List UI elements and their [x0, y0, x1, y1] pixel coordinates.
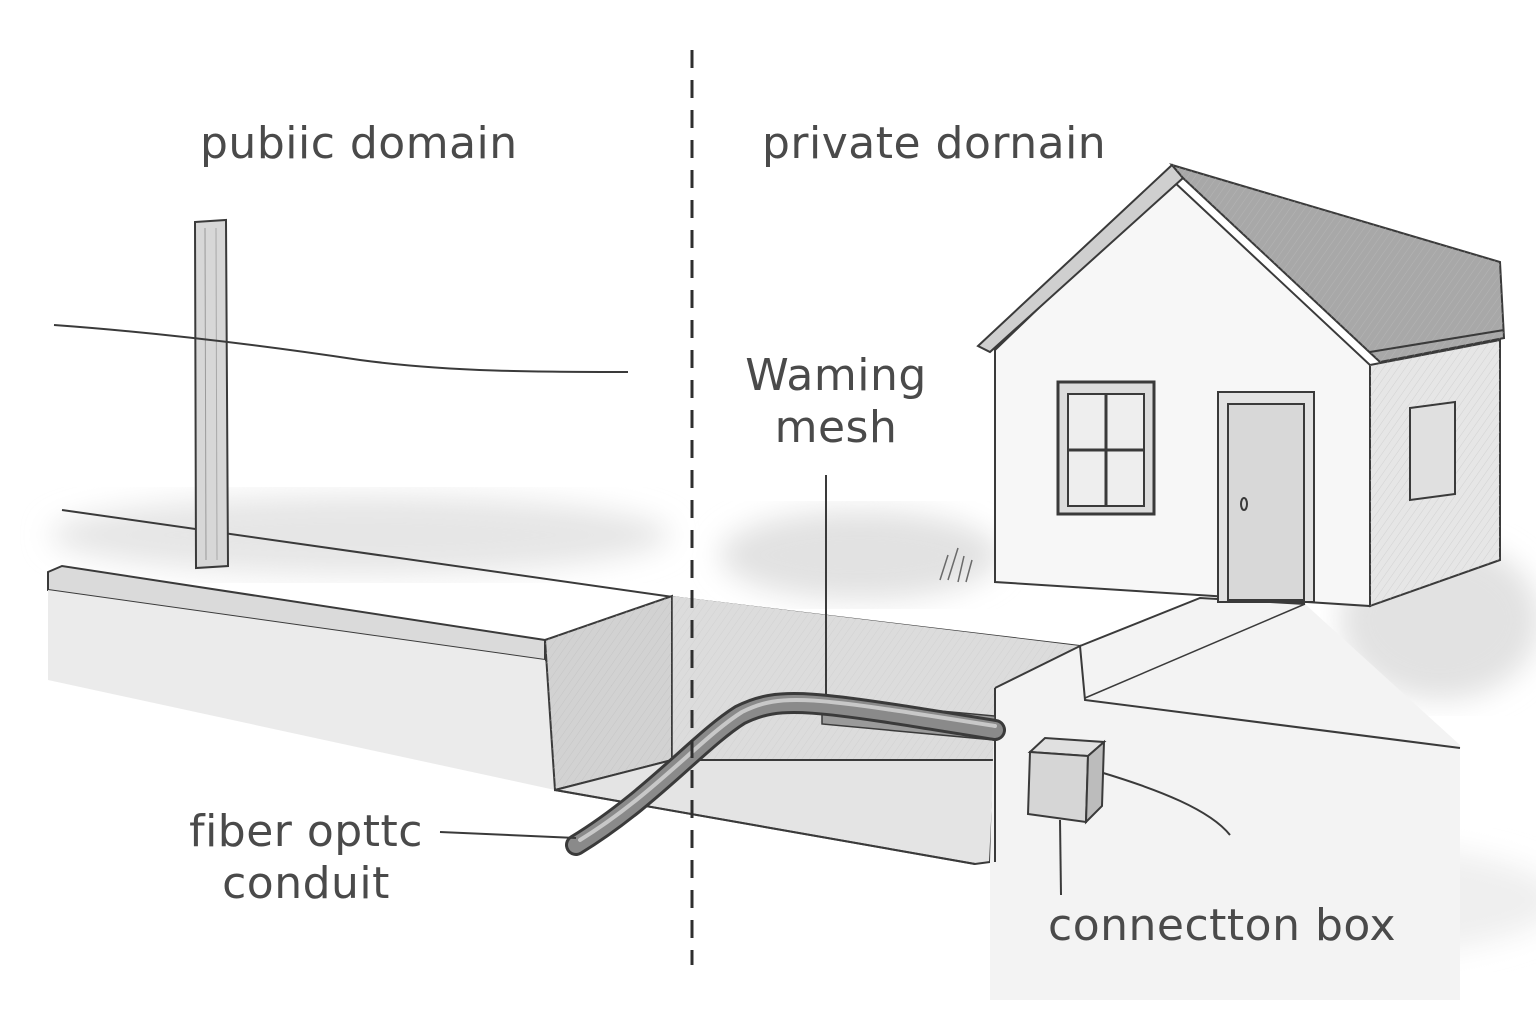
connection-box-icon [1026, 736, 1107, 896]
fiber-conduit-line1: fiber opttc [189, 806, 423, 857]
warning-mesh-line1: Waming [745, 350, 927, 401]
utility-pole-icon [53, 218, 629, 570]
public-domain-text: pubiic domain [200, 118, 518, 169]
fiber-conduit-label: fiber opttc conduit [186, 806, 426, 910]
private-domain-text: private dornain [762, 118, 1107, 169]
connection-box-text: connectton box [1048, 900, 1396, 951]
warning-mesh-label: Waming mesh [736, 350, 936, 454]
fiber-conduit-line2: conduit [222, 858, 390, 909]
public-domain-label: pubiic domain [200, 118, 518, 170]
private-domain-label: private dornain [762, 118, 1106, 170]
connection-box-label: connectton box [1048, 900, 1396, 952]
front-ground [990, 596, 1461, 1000]
fiber-conduit [439, 692, 1006, 856]
house-icon [939, 163, 1506, 608]
warning-mesh-line2: mesh [774, 402, 898, 453]
